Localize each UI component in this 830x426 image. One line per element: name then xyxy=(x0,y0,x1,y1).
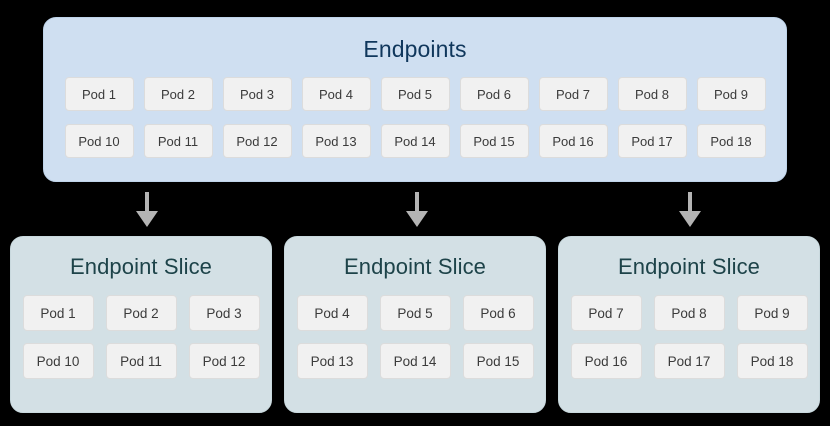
pod-chip: Pod 10 xyxy=(22,343,94,379)
endpoints-pod-row-1: Pod 1 Pod 2 Pod 3 Pod 4 Pod 5 Pod 6 Pod … xyxy=(44,77,786,111)
pod-chip: Pod 18 xyxy=(736,343,808,379)
arrow-down-icon xyxy=(679,192,701,227)
pod-chip: Pod 7 xyxy=(570,295,642,331)
slice-pod-row-1: Pod 1 Pod 2 Pod 3 xyxy=(11,295,271,331)
endpoint-slice-card: Endpoint Slice Pod 7 Pod 8 Pod 9 Pod 16 … xyxy=(558,236,820,413)
pod-chip: Pod 17 xyxy=(653,343,725,379)
pod-chip: Pod 11 xyxy=(105,343,177,379)
slice-pod-row-2: Pod 10 Pod 11 Pod 12 xyxy=(11,343,271,379)
endpoint-slice-title: Endpoint Slice xyxy=(69,254,213,279)
pod-chip: Pod 11 xyxy=(143,124,213,158)
endpoint-slice-title: Endpoint Slice xyxy=(617,254,761,279)
pod-chip: Pod 15 xyxy=(459,124,529,158)
arrow-stem xyxy=(688,192,692,214)
arrow-head xyxy=(406,211,428,227)
slice-pod-row-2: Pod 16 Pod 17 Pod 18 xyxy=(559,343,819,379)
pod-chip: Pod 15 xyxy=(462,343,534,379)
pod-chip: Pod 9 xyxy=(696,77,766,111)
pod-chip: Pod 14 xyxy=(380,124,450,158)
pod-chip: Pod 1 xyxy=(64,77,134,111)
arrow-stem xyxy=(415,192,419,214)
pod-chip: Pod 2 xyxy=(143,77,213,111)
arrow-stem xyxy=(145,192,149,214)
pod-chip: Pod 3 xyxy=(188,295,260,331)
arrow-head xyxy=(679,211,701,227)
pod-chip: Pod 8 xyxy=(617,77,687,111)
pod-chip: Pod 4 xyxy=(296,295,368,331)
pod-chip: Pod 8 xyxy=(653,295,725,331)
endpoints-pod-row-2: Pod 10 Pod 11 Pod 12 Pod 13 Pod 14 Pod 1… xyxy=(44,124,786,158)
pod-chip: Pod 16 xyxy=(570,343,642,379)
endpoints-panel: Endpoints Pod 1 Pod 2 Pod 3 Pod 4 Pod 5 … xyxy=(43,17,787,182)
pod-chip: Pod 7 xyxy=(538,77,608,111)
pod-chip: Pod 2 xyxy=(105,295,177,331)
pod-chip: Pod 12 xyxy=(188,343,260,379)
pod-chip: Pod 6 xyxy=(459,77,529,111)
arrow-down-icon xyxy=(136,192,158,227)
pod-chip: Pod 3 xyxy=(222,77,292,111)
endpoint-slice-title: Endpoint Slice xyxy=(343,254,487,279)
endpoints-title: Endpoints xyxy=(363,36,467,62)
pod-chip: Pod 1 xyxy=(22,295,94,331)
pod-chip: Pod 5 xyxy=(379,295,451,331)
pod-chip: Pod 10 xyxy=(64,124,134,158)
pod-chip: Pod 13 xyxy=(301,124,371,158)
pod-chip: Pod 12 xyxy=(222,124,292,158)
pod-chip: Pod 9 xyxy=(736,295,808,331)
endpoint-slice-card: Endpoint Slice Pod 4 Pod 5 Pod 6 Pod 13 … xyxy=(284,236,546,413)
pod-chip: Pod 18 xyxy=(696,124,766,158)
endpoint-slice-card: Endpoint Slice Pod 1 Pod 2 Pod 3 Pod 10 … xyxy=(10,236,272,413)
pod-chip: Pod 4 xyxy=(301,77,371,111)
pod-chip: Pod 6 xyxy=(462,295,534,331)
slice-pod-row-2: Pod 13 Pod 14 Pod 15 xyxy=(285,343,545,379)
pod-chip: Pod 16 xyxy=(538,124,608,158)
pod-chip: Pod 14 xyxy=(379,343,451,379)
slice-pod-row-1: Pod 4 Pod 5 Pod 6 xyxy=(285,295,545,331)
arrow-down-icon xyxy=(406,192,428,227)
arrow-head xyxy=(136,211,158,227)
pod-chip: Pod 13 xyxy=(296,343,368,379)
pod-chip: Pod 5 xyxy=(380,77,450,111)
pod-chip: Pod 17 xyxy=(617,124,687,158)
slice-pod-row-1: Pod 7 Pod 8 Pod 9 xyxy=(559,295,819,331)
